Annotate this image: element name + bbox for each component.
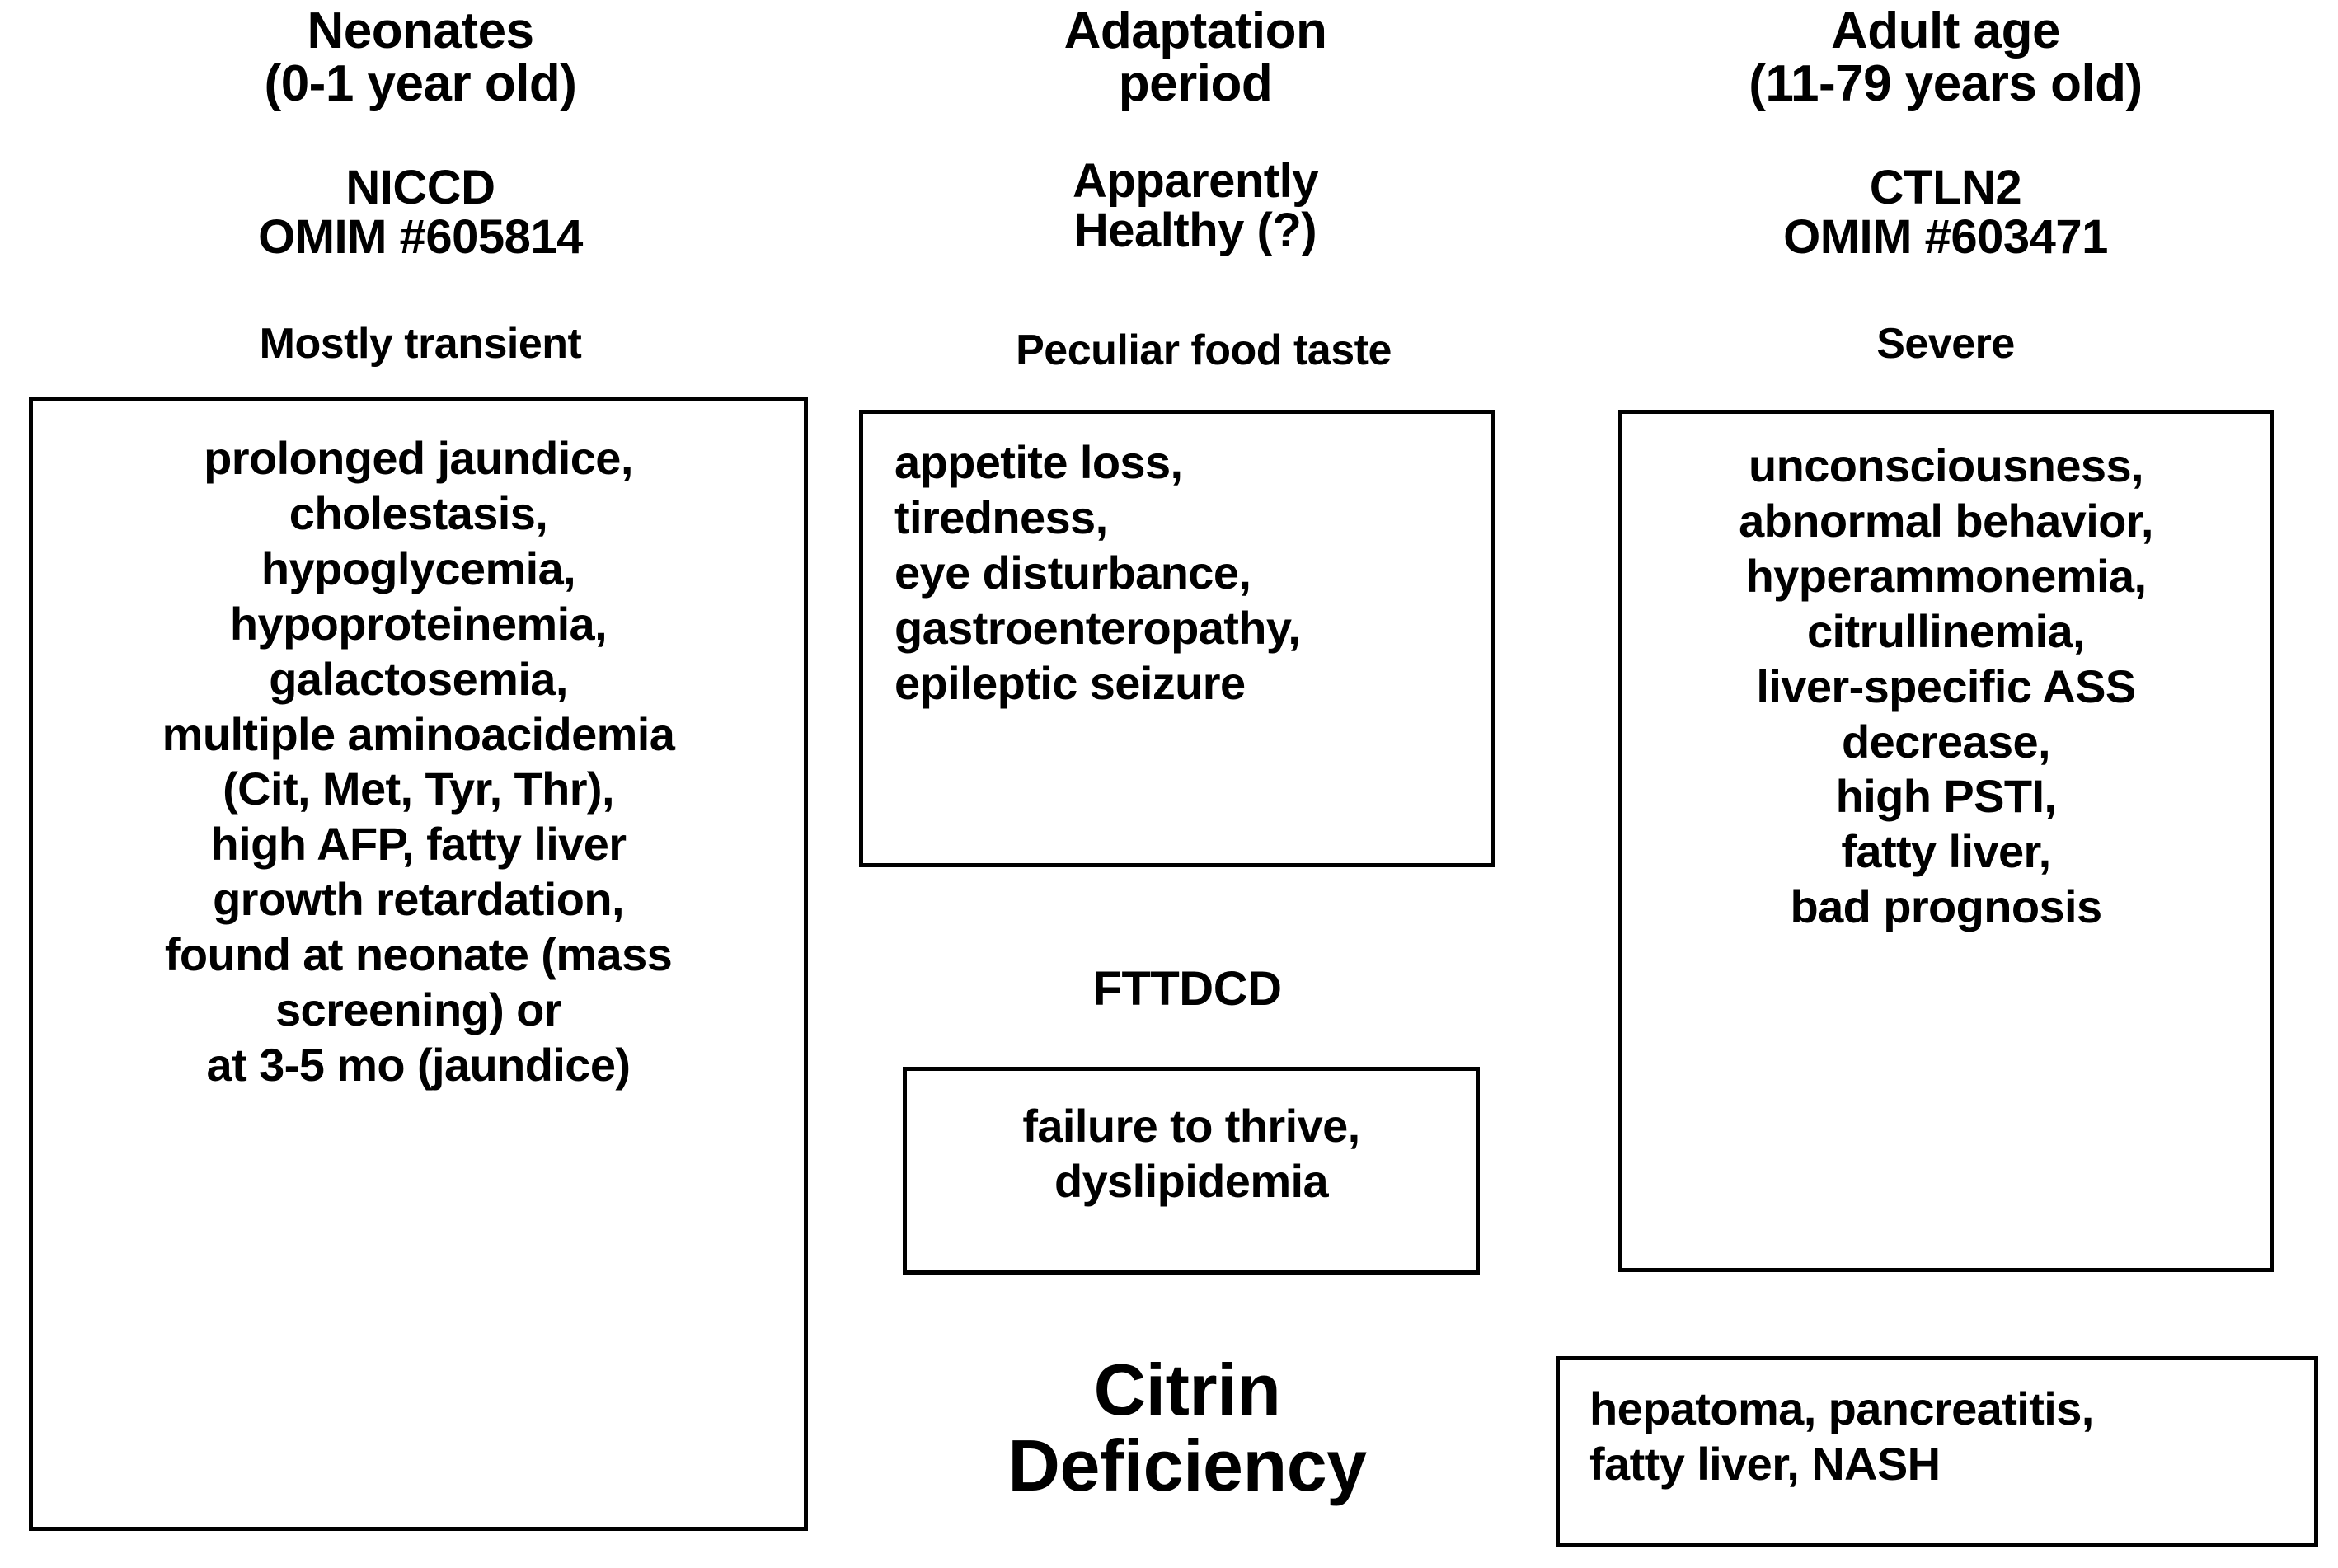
adult-stage-title: Adult age (11-79 years old) <box>1749 2 2143 113</box>
adaptation-severity-label: Peculiar food taste <box>1016 326 1392 374</box>
adaptation-health-status: Apparently Healthy (?) <box>1073 154 1318 258</box>
niccd-symptom-list: prolonged jaundice, cholestasis, hypogly… <box>162 432 675 1091</box>
adult-complication-box: hepatoma, pancreatitis, fatty liver, NAS… <box>1556 1356 2318 1547</box>
niccd-symptom-box: prolonged jaundice, cholestasis, hypogly… <box>29 397 808 1531</box>
adult-complication-list: hepatoma, pancreatitis, fatty liver, NAS… <box>1589 1383 2094 1490</box>
fttdcd-label: FTTDCD <box>1092 962 1282 1016</box>
fttdcd-symptom-box: failure to thrive, dyslipidemia <box>903 1067 1480 1275</box>
ctln2-symptom-list: unconsciousness, abnormal behavior, hype… <box>1739 439 2153 933</box>
neonates-severity-label: Mostly transient <box>259 320 582 368</box>
adult-severity-label: Severe <box>1876 320 2015 368</box>
adaptation-symptom-box: appetite loss, tiredness, eye disturbanc… <box>859 410 1495 867</box>
adult-disease-code: CTLN2 OMIM #603471 <box>1783 161 2108 265</box>
neonates-stage-title: Neonates (0-1 year old) <box>264 2 577 113</box>
fttdcd-symptom-list: failure to thrive, dyslipidemia <box>1022 1100 1360 1207</box>
ctln2-symptom-box: unconsciousness, abnormal behavior, hype… <box>1618 410 2274 1272</box>
neonates-disease-code: NICCD OMIM #605814 <box>258 161 583 265</box>
adaptation-symptom-list: appetite loss, tiredness, eye disturbanc… <box>894 436 1301 709</box>
diagram-center-title: Citrin Deficiency <box>1007 1349 1367 1506</box>
adaptation-stage-title: Adaptation period <box>1063 2 1327 113</box>
